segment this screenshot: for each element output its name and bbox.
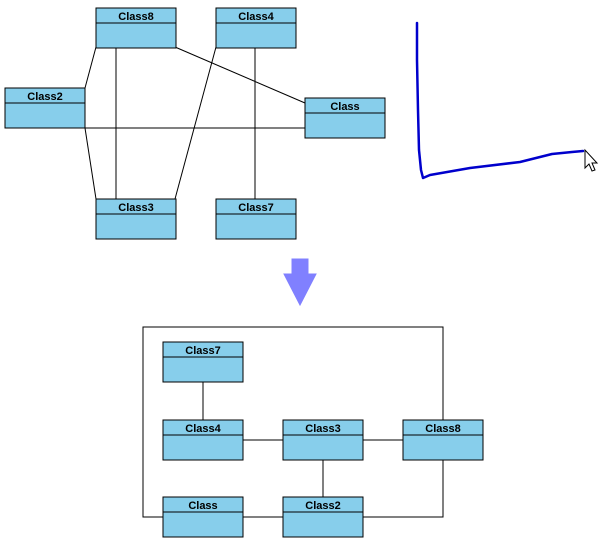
class-title: Class3: [118, 202, 153, 214]
class-box-top-class2[interactable]: Class2: [4, 87, 86, 129]
class-title: Class8: [118, 11, 153, 23]
class-title: Class7: [238, 202, 273, 214]
class-title: Class: [330, 101, 359, 113]
class-title: Class: [188, 500, 217, 512]
class-box-bottom-class2[interactable]: Class2: [282, 496, 364, 538]
class-box-bottom-class[interactable]: Class: [162, 496, 244, 538]
class-title: Class4: [185, 423, 221, 435]
class-title: Class4: [238, 11, 274, 23]
class-box-top-class[interactable]: Class: [304, 97, 386, 139]
edge-class4-class3[interactable]: [174, 46, 217, 200]
class-box-top-class3[interactable]: Class3: [95, 198, 177, 240]
class-box-bottom-class7[interactable]: Class7: [162, 341, 244, 383]
class-title: Class2: [27, 91, 62, 103]
class-box-bottom-class3[interactable]: Class3: [282, 419, 364, 461]
class-box-bottom-class8[interactable]: Class8: [402, 419, 484, 461]
edge-class8-class2[interactable]: [84, 46, 97, 89]
bottom-connectors: [202, 382, 444, 518]
class-box-top-class4[interactable]: Class4: [215, 7, 297, 49]
class-box-top-class7[interactable]: Class7: [215, 198, 297, 240]
class-title: Class3: [305, 423, 340, 435]
class-box-top-class8[interactable]: Class8: [95, 7, 177, 49]
mouse-pointer-icon: [584, 148, 599, 172]
class-box-bottom-class4[interactable]: Class4: [162, 419, 244, 461]
edge-class2-class3[interactable]: [84, 127, 97, 200]
sketch-stroke[interactable]: [415, 21, 585, 180]
arrow-down-icon: [283, 258, 317, 307]
class-title: Class7: [185, 345, 220, 357]
edge-class8-class[interactable]: [174, 46, 306, 104]
class-title: Class2: [305, 500, 340, 512]
top-connectors: [84, 46, 306, 200]
class-title: Class8: [425, 423, 460, 435]
